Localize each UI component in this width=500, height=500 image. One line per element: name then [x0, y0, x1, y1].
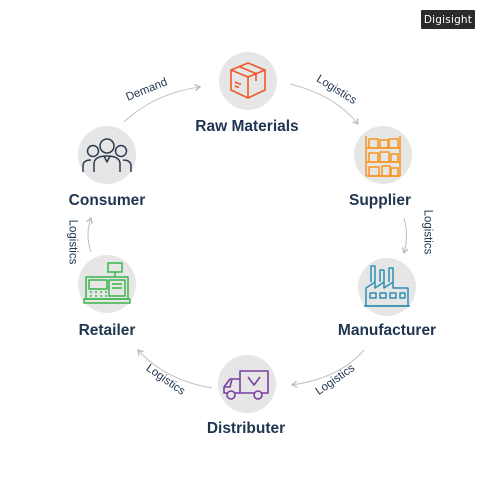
retailer-label: Retailer — [78, 322, 136, 339]
arrow-manufacturer-to-distributer — [290, 349, 365, 388]
arrow-retailer-to-consumer — [86, 216, 93, 253]
factory-icon — [364, 265, 410, 307]
cash-register-icon — [83, 262, 131, 304]
arrow-distributer-to-retailer — [137, 349, 213, 389]
distributer-label: Distributer — [206, 420, 286, 437]
brand-logo-text: Digisight — [423, 13, 473, 26]
supplier-label: Supplier — [348, 192, 412, 209]
retailer-node — [78, 255, 136, 313]
brand-logo: Digisight — [421, 10, 475, 29]
manufacturer-label: Manufacturer — [337, 322, 437, 339]
manufacturer-node — [358, 258, 416, 316]
box-icon — [230, 62, 266, 99]
people-group-icon — [82, 138, 132, 172]
distributer-node — [218, 355, 276, 413]
delivery-truck-icon — [223, 370, 269, 400]
raw-materials-label: Raw Materials — [195, 118, 299, 135]
warehouse-shelves-icon — [365, 136, 401, 177]
supplier-node — [354, 126, 412, 184]
edge-label-logistics-retailer-to-consumer: Logistics — [66, 219, 79, 265]
consumer-label: Consumer — [68, 192, 146, 209]
consumer-node — [78, 126, 136, 184]
raw-materials-node — [219, 52, 277, 110]
arrow-supplier-to-manufacturer — [401, 217, 409, 255]
arrow-consumer-to-raw-materials — [123, 84, 202, 123]
arrow-raw-materials-to-supplier — [289, 83, 359, 125]
edge-label-logistics-supplier-to-manufacturer: Logistics — [421, 209, 434, 255]
